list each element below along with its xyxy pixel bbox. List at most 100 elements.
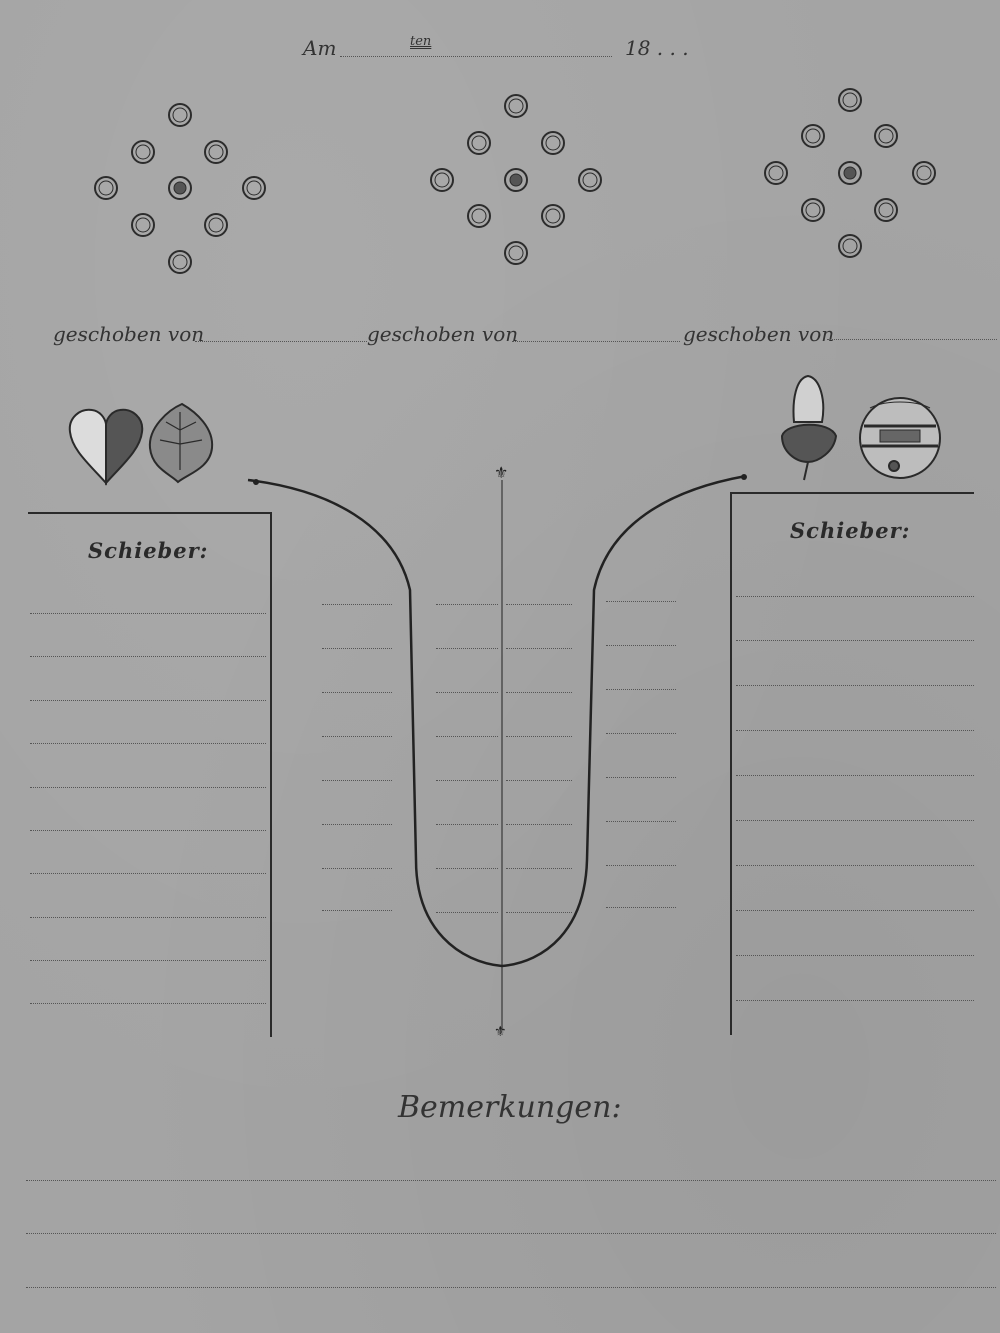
year-label: 18 . . . [625,36,689,60]
lane-score-line[interactable] [506,692,572,693]
left-score-line[interactable] [30,743,266,744]
left-score-line[interactable] [30,700,266,701]
lane-score-line[interactable] [436,736,498,737]
remarks-line[interactable] [26,1233,996,1234]
pin-diamond-left [94,103,266,274]
pin-icon [430,168,454,192]
lane-score-line[interactable] [322,692,392,693]
pin-icon [504,241,528,265]
pin-icon [912,161,936,185]
lane-score-line[interactable] [436,648,498,649]
pusher-field-2[interactable] [512,341,680,342]
left-score-line[interactable] [30,960,266,961]
lane-score-line[interactable] [436,912,498,913]
lane-score-line[interactable] [322,910,392,911]
pusher-field-1[interactable] [195,341,367,342]
left-score-line[interactable] [30,656,266,657]
left-score-line[interactable] [30,830,266,831]
remarks-line[interactable] [26,1180,996,1181]
lane-curve [247,474,747,1030]
pin-icon [131,213,155,237]
right-score-line[interactable] [736,1000,974,1001]
right-score-line[interactable] [736,685,974,686]
pusher-field-3[interactable] [827,339,997,340]
lane-score-line[interactable] [436,780,498,781]
lane-score-line[interactable] [322,868,392,869]
right-score-line[interactable] [736,955,974,956]
pusher-label-1: geschoben von [53,322,205,346]
date-field[interactable] [340,56,612,57]
pusher-label-2: geschoben von [367,322,519,346]
pusher-label-3: geschoben von [683,322,835,346]
lane-score-line[interactable] [322,648,392,649]
king-pin-icon [168,176,192,200]
pin-icon [467,131,491,155]
pin-icon [541,204,565,228]
lane-score-line[interactable] [606,821,676,822]
lane-score-line[interactable] [606,601,676,602]
lane-score-line[interactable] [436,824,498,825]
lane-score-line[interactable] [506,868,572,869]
svg-text:⚜: ⚜ [494,1024,507,1040]
king-pin-icon [504,168,528,192]
left-column-side-rule [270,512,272,1037]
lane-score-line[interactable] [606,733,676,734]
right-score-line[interactable] [736,596,974,597]
lane-score-line[interactable] [606,907,676,908]
lane-score-line[interactable] [606,645,676,646]
pin-icon [874,198,898,222]
right-score-line[interactable] [736,865,974,866]
left-score-line[interactable] [30,917,266,918]
right-score-line[interactable] [736,910,974,911]
leaf-icon [148,402,214,484]
ten-label: ten [410,34,432,49]
svg-text:⚜: ⚜ [494,463,508,482]
lane-score-line[interactable] [506,648,572,649]
lane-score-line[interactable] [322,736,392,737]
remarks-line[interactable] [26,1287,996,1288]
left-score-line[interactable] [30,613,266,614]
pin-diamond-center [430,94,602,265]
left-score-line[interactable] [30,873,266,874]
lane-markers: ⚜ ⚜ [253,463,747,1040]
pin-icon [838,234,862,258]
pin-icon [242,176,266,200]
lane-score-line[interactable] [322,780,392,781]
right-score-line[interactable] [736,775,974,776]
pin-icon [504,94,528,118]
lane-score-line[interactable] [322,604,392,605]
right-score-line[interactable] [736,640,974,641]
pin-icon [94,176,118,200]
left-score-line[interactable] [30,787,266,788]
pin-icon [204,140,228,164]
lane-score-line[interactable] [322,824,392,825]
bell-icon [859,397,941,479]
lane-score-line[interactable] [606,865,676,866]
lane-score-line[interactable] [436,868,498,869]
lane-score-line[interactable] [506,912,572,913]
lane-score-line[interactable] [606,777,676,778]
right-score-line[interactable] [736,820,974,821]
pin-icon [838,88,862,112]
lane-score-line[interactable] [436,604,498,605]
lane-score-line[interactable] [506,736,572,737]
remarks-title: Bemerkungen: [398,1090,622,1125]
lane-score-line[interactable] [606,689,676,690]
lane-score-line[interactable] [436,692,498,693]
am-label: Am [303,36,337,60]
right-column-side-rule [730,492,732,1035]
lane-score-line[interactable] [506,604,572,605]
right-column-top-rule [730,492,974,494]
lane-score-line[interactable] [506,824,572,825]
left-column-top-rule [28,512,272,514]
pin-icon [168,103,192,127]
left-score-line[interactable] [30,1003,266,1004]
king-pin-icon [838,161,862,185]
pin-icon [467,204,491,228]
right-column-title: Schieber: [790,518,911,543]
pin-icon [131,140,155,164]
right-score-line[interactable] [736,730,974,731]
lane-score-line[interactable] [506,780,572,781]
